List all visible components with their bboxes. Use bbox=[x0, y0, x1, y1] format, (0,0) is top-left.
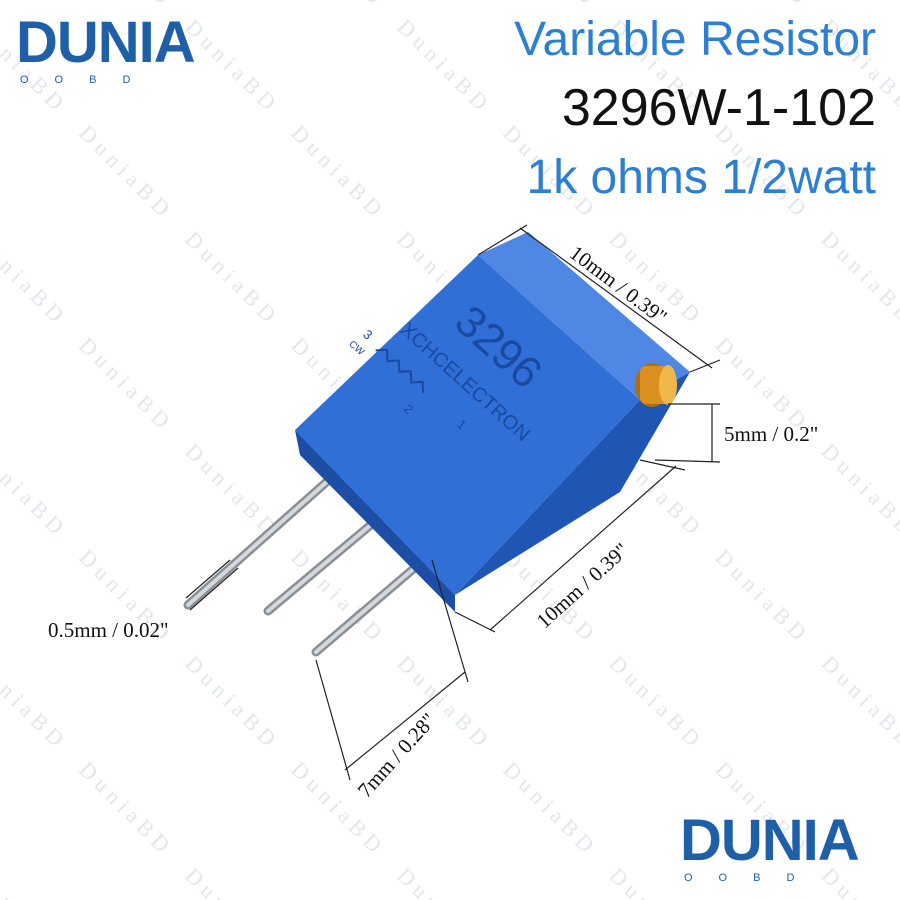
brand-sub: OOBD bbox=[684, 872, 821, 884]
resistor-body bbox=[295, 232, 690, 612]
product-title: Variable Resistor bbox=[514, 13, 876, 66]
brand-sub: OOBD bbox=[20, 74, 157, 86]
brand-name: DUNIA bbox=[680, 808, 860, 873]
resistor-symbol-icon bbox=[375, 348, 425, 394]
product-spec: 1k ohms 1/2watt bbox=[526, 151, 877, 204]
body-side bbox=[455, 372, 690, 595]
brand-name: DUNIA bbox=[16, 10, 196, 75]
body-front bbox=[295, 255, 640, 595]
product-model: 3296W-1-102 bbox=[561, 79, 876, 137]
dim-pin-diameter-label: 0.5mm / 0.02" bbox=[48, 618, 169, 642]
marking-pin3: 3 bbox=[360, 327, 375, 343]
brand-logo-top: DUNIA OOBD bbox=[16, 10, 196, 87]
pins bbox=[183, 465, 437, 657]
adjuster-screw bbox=[635, 363, 677, 407]
dim-height-label: 5mm / 0.2" bbox=[724, 422, 819, 446]
marking-cw: CW bbox=[346, 339, 366, 359]
brand-logo-bottom: DUNIA OOBD bbox=[680, 808, 860, 885]
dimension-lines bbox=[185, 224, 721, 781]
body-top bbox=[478, 232, 690, 400]
